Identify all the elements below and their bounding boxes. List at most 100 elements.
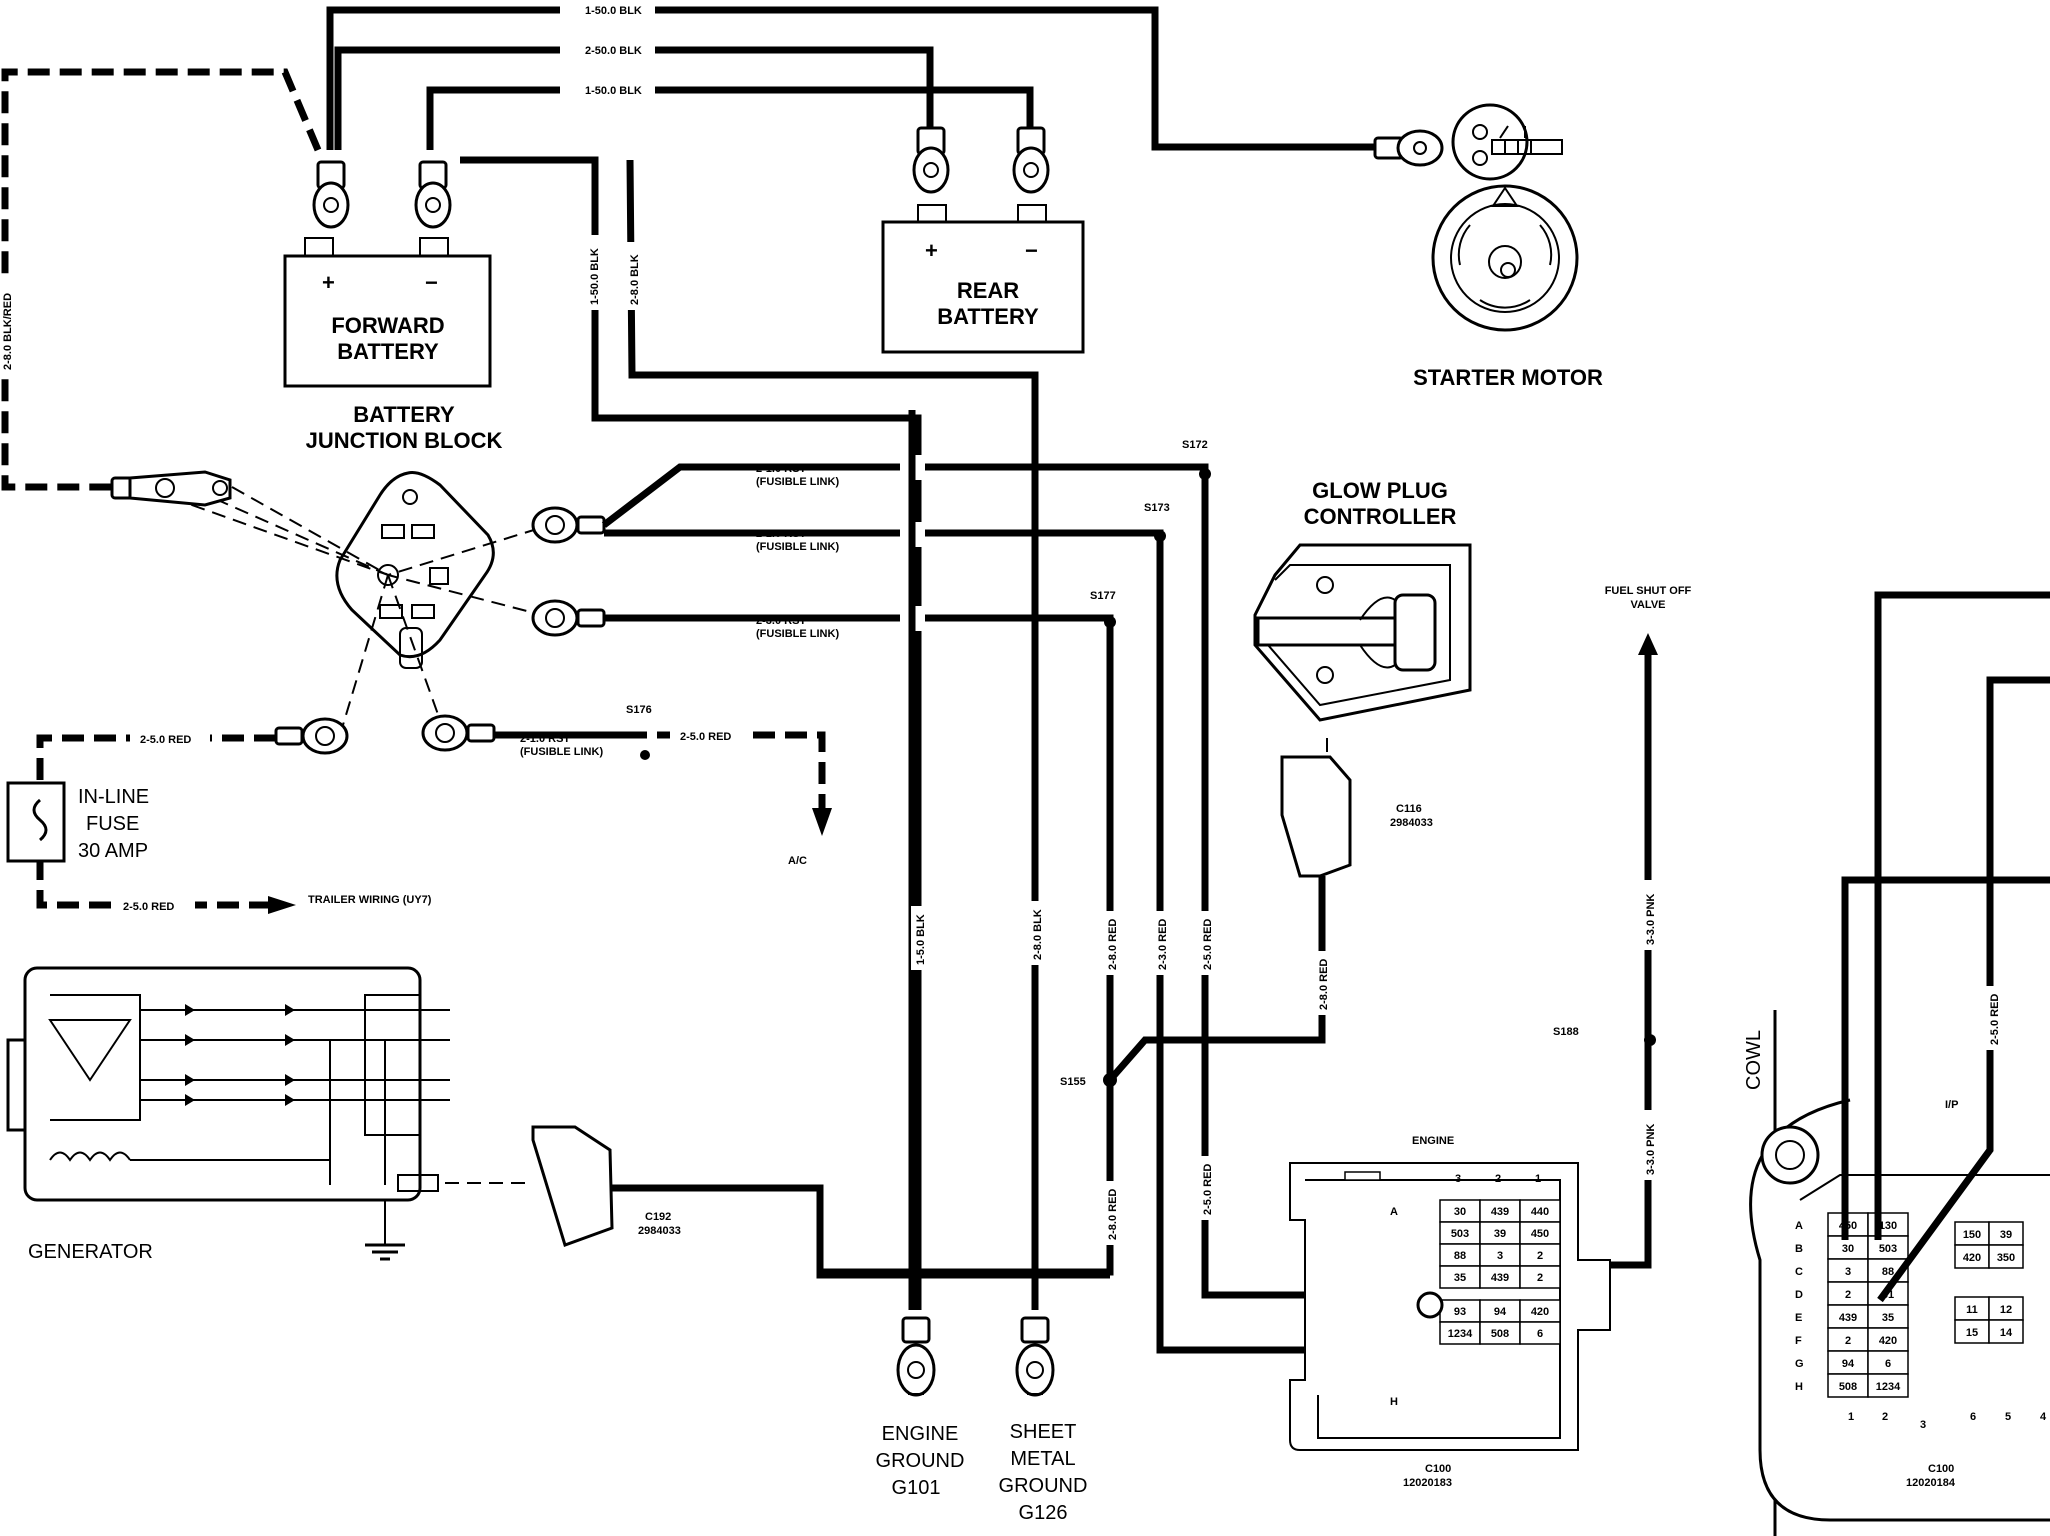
c100-ip-row-label: C — [1795, 1266, 1803, 1278]
ip-label: I/P — [1945, 1099, 1958, 1111]
svg-text:A: A — [1390, 1206, 1398, 1218]
forward-pos-terminal — [312, 160, 350, 229]
splice-s155: S155 — [1060, 1076, 1086, 1088]
svg-text:−: − — [1025, 238, 1038, 263]
wire-label-fl-177: 2-3.0 RST(FUSIBLE LINK) — [756, 615, 839, 640]
generator: GENERATOR — [6, 966, 530, 1263]
c100-ip-row-label: A — [1795, 1220, 1803, 1232]
c100-engine-side-label: ENGINE — [1412, 1135, 1454, 1147]
wire-label-fl-172: 2-1.0 RST(FUSIBLE LINK) — [756, 463, 839, 488]
c100-ip-col-label: 3 — [1920, 1419, 1926, 1431]
c100-ip-cell-label: 503 — [1879, 1243, 1897, 1255]
c100-ip-cell-label: 39 — [2000, 1229, 2012, 1241]
c100-ip-col-label: 1 — [1848, 1411, 1854, 1423]
svg-text:3: 3 — [1455, 1173, 1461, 1185]
splice-s177: S177 — [1090, 590, 1116, 602]
fusible-link-labels: 2-1.0 RST(FUSIBLE LINK) 2-1.0 RST(FUSIBL… — [115, 463, 839, 913]
c100-ip-cell — [1988, 1319, 2024, 1344]
c100-engine-cell-label: 93 — [1454, 1306, 1466, 1318]
c100-engine-cell-label: 2 — [1537, 1250, 1543, 1262]
c100-ip-row-label: F — [1795, 1335, 1802, 1347]
svg-text:1: 1 — [1535, 1173, 1541, 1185]
splice-s188: S188 — [1553, 1026, 1579, 1038]
c100-engine-cell-label: 94 — [1494, 1306, 1507, 1318]
starter-motor: STARTER MOTOR — [1373, 103, 1603, 390]
wire-label-2-8-red-glow: 2-8.0 RED — [1318, 959, 1330, 1010]
c100-ip-cell-label: 350 — [1997, 1252, 2015, 1264]
generator-label: GENERATOR — [28, 1241, 153, 1263]
wire-label-3-3-pnk-a: 3-3.0 PNK — [1645, 894, 1657, 945]
splice-s172: S172 — [1182, 439, 1208, 451]
c100-ip-col-label: 5 — [2005, 1411, 2011, 1423]
c100-engine-cell-label: 1234 — [1448, 1328, 1473, 1340]
wire-label-1-50-blk-a: 1-50.0 BLK — [585, 5, 642, 17]
c100-engine-cell-label: 3 — [1497, 1250, 1503, 1262]
wire-label-2-8-blk-g126: 2-8.0 BLK — [1032, 909, 1044, 960]
c100-ip-row-label: G — [1795, 1358, 1804, 1370]
wire-label-1-50-blk-b: 1-50.0 BLK — [585, 85, 642, 97]
jb-terminal-fuse — [274, 717, 349, 755]
c100-engine-cell-label: 6 — [1537, 1328, 1543, 1340]
c100-engine-cell-label: 35 — [1454, 1272, 1466, 1284]
jb-terminal-172 — [531, 506, 606, 544]
wire-label-2-8-blk-red: 2-8.0 BLK/RED — [2, 293, 14, 370]
jb-left-terminal — [110, 470, 232, 507]
c100-ip-cell-label: 88 — [1882, 1266, 1894, 1278]
c100-ip-row-label: D — [1795, 1289, 1803, 1301]
wire-label-2-3-red: 2-3.0 RED — [1157, 919, 1169, 970]
c100-ip-cell — [1988, 1244, 2024, 1269]
c100-ip-col-label: 4 — [2040, 1411, 2047, 1423]
c100-ip-cell-label: 15 — [1966, 1327, 1978, 1339]
top-wire-labels: 1-50.0 BLK 2-50.0 BLK 1-50.0 BLK 1-50.0 … — [0, 2, 655, 375]
c100-ip-cell-label: 508 — [1839, 1381, 1857, 1393]
wire-label-2-5-red-ac: 2-5.0 RED — [680, 731, 731, 743]
wire-label-fl-173: 2-1.0 RST(FUSIBLE LINK) — [756, 528, 839, 553]
fusible-links — [36, 410, 1470, 1354]
splice-points: S172 S173 S177 S176 S155 S188 — [626, 439, 1656, 1088]
wire-label-2-8-blk-v: 2-8.0 BLK — [629, 254, 641, 305]
c100-ip-cell-label: 14 — [2000, 1327, 2013, 1339]
jb-terminal-177 — [531, 599, 606, 637]
c100-ip-cell-label: 94 — [1842, 1358, 1855, 1370]
c100-ip-cell-label: 3 — [1845, 1266, 1851, 1278]
c100-engine-cell-label: 88 — [1454, 1250, 1466, 1262]
wire-label-2-5-red-c100: 2-5.0 RED — [1989, 994, 2001, 1045]
wire-label-2-8-red-b: 2-8.0 RED — [1107, 1189, 1119, 1240]
battery-cables — [1, 6, 1385, 1310]
c100-ip-cell-label: 12 — [2000, 1304, 2012, 1316]
svg-text:2: 2 — [1495, 1173, 1501, 1185]
c100-ip-cell-label: 35 — [1882, 1312, 1894, 1324]
wire-label-2-5-red-trailer: 2-5.0 RED — [123, 901, 174, 913]
splice-s176: S176 — [626, 704, 652, 716]
wire-label-2-50-blk: 2-50.0 BLK — [585, 45, 642, 57]
jb-terminal-176 — [421, 714, 496, 752]
svg-text:−: − — [425, 270, 438, 295]
c100-engine-cell — [1519, 1265, 1561, 1289]
c100-engine-cell-label: 2 — [1537, 1272, 1543, 1284]
wire-label-3-3-pnk-b: 3-3.0 PNK — [1645, 1124, 1657, 1175]
c100-ip-cell-label: 11 — [1966, 1304, 1978, 1316]
ac-label: A/C — [788, 855, 807, 867]
wire-label-2-5-red-b: 2-5.0 RED — [1202, 1164, 1214, 1215]
c100-ip-row-label: B — [1795, 1243, 1803, 1255]
c100-ip-col-label: 6 — [1970, 1411, 1976, 1423]
c100-ip-cell-label: 420 — [1963, 1252, 1981, 1264]
cowl-label: COWL — [1743, 1030, 1765, 1090]
c100-engine-cell-label: 440 — [1531, 1206, 1549, 1218]
